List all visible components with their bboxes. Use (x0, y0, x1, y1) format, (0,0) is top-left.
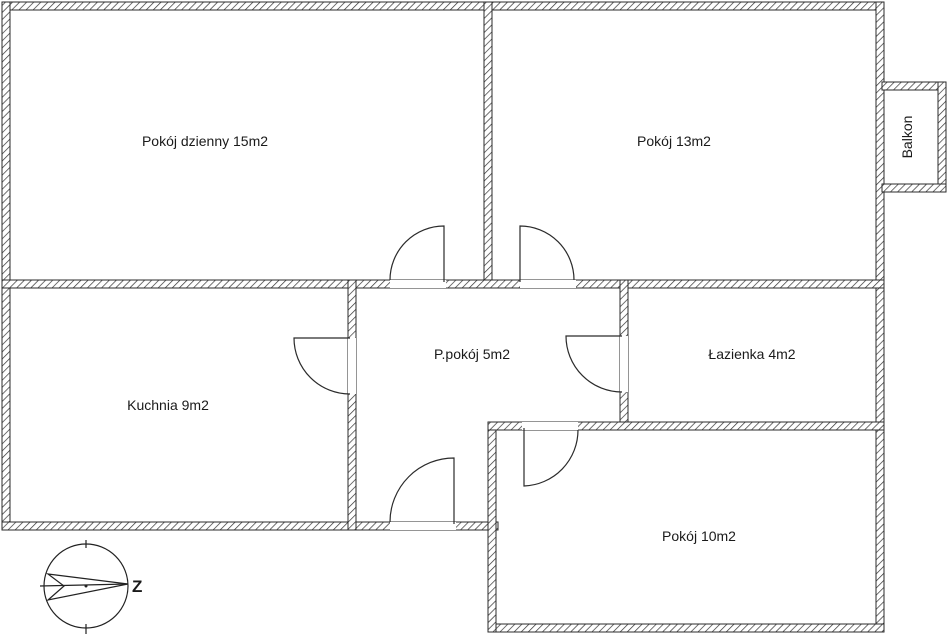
room-labels: Pokój dzienny 15m2 Pokój 13m2 Balkon Kuc… (127, 116, 915, 544)
wall-balcony-bottom (881, 183, 947, 193)
room-label-room13: Pokój 13m2 (637, 133, 711, 149)
door-room13 (519, 225, 575, 282)
wall-room10-left (487, 423, 497, 633)
room-label-living: Pokój dzienny 15m2 (142, 133, 268, 149)
wall-balcony-top (881, 81, 947, 91)
door-room10 (523, 428, 579, 487)
door-bathroom (565, 335, 623, 393)
wall-left (1, 1, 11, 531)
compass-north-label: Z (132, 577, 142, 596)
door-living (389, 225, 445, 282)
room-label-room10: Pokój 10m2 (662, 528, 736, 544)
door-kitchen (293, 337, 351, 395)
wall-kitchen-hall (347, 279, 357, 531)
room-label-hall: P.pokój 5m2 (434, 346, 510, 362)
wall-top (1, 1, 883, 11)
wall-bath-room10 (487, 421, 885, 431)
room-label-kitchen: Kuchnia 9m2 (127, 397, 209, 413)
compass-icon: Z (39, 540, 142, 634)
wall-balcony-right (937, 81, 947, 193)
wall-bottom-right (487, 623, 885, 633)
wall-right (875, 1, 885, 633)
room-label-bathroom: Łazienka 4m2 (708, 346, 795, 362)
doors (293, 225, 628, 530)
wall-bottom-left (1, 521, 499, 531)
room-label-balcony: Balkon (899, 116, 915, 159)
door-entrance (389, 457, 455, 524)
wall-divider-top (483, 1, 493, 287)
